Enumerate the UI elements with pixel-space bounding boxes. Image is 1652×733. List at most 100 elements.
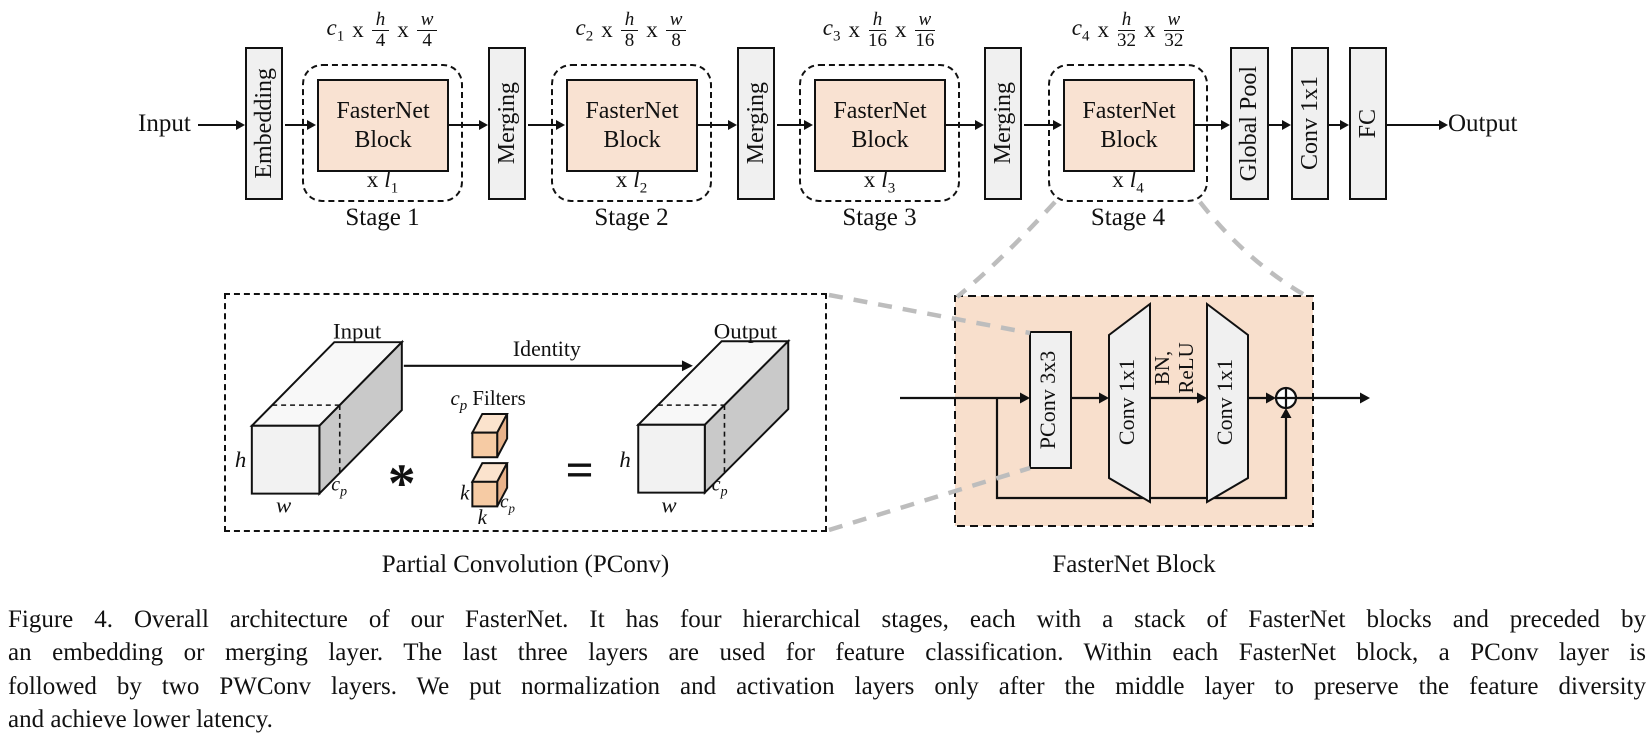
merging-layer-box-3: Merging (984, 47, 1022, 200)
block-label-line1: FasterNet (336, 98, 430, 125)
filter-cube-bottom (470, 462, 509, 508)
flow-arrow (198, 119, 245, 130)
flow-arrow (528, 119, 565, 130)
flow-arrow (1387, 119, 1448, 130)
dim-times: x (397, 17, 409, 42)
block-label-line2: Block (851, 126, 909, 153)
dim-times: x (1144, 17, 1156, 42)
caption-line-3: followed by two PWConv layers. We put no… (8, 672, 1646, 700)
cp-filters: cp Filters k k cp (451, 388, 526, 529)
relu-label: ReLU (1174, 342, 1198, 393)
identity-arrowhead (681, 360, 693, 372)
dim-times: x (352, 17, 364, 42)
caption-line-1: Figure 4. Overall architecture of our Fa… (8, 606, 1646, 633)
output-cuboid: Output h w cp (619, 318, 791, 517)
block-flow-arrowhead (1266, 392, 1276, 404)
caption-line-4: and achieve lower latency. (8, 706, 273, 733)
stage2-label: Stage 2 (594, 204, 669, 231)
identity-arrow: Identity (403, 337, 693, 372)
stage1-fasternet-block: FasterNet Block (317, 79, 449, 172)
dim-c-sub: 1 (336, 28, 345, 45)
merging-label: Merging (742, 82, 769, 165)
block-label-line2: Block (603, 126, 661, 153)
flow-arrow (697, 119, 737, 130)
output-cuboid-title: Output (714, 318, 778, 343)
block-label-line1: FasterNet (833, 98, 927, 125)
merging-layer-box-2: Merging (737, 47, 775, 200)
dim-times: x (848, 17, 861, 42)
filter-cube-front-face (471, 431, 499, 459)
conv1x1-expand-label: Conv 1x1 (1114, 359, 1139, 445)
fc-label: FC (1354, 108, 1381, 139)
filter-cp-label: cp (500, 491, 515, 515)
fc-box: FC (1349, 47, 1387, 200)
conv1x1-expand-trapezoid (1108, 301, 1151, 504)
dim-c-sub: 4 (1082, 28, 1090, 45)
dim-c: c (1071, 14, 1083, 40)
embedding-label: Embedding (250, 68, 277, 179)
pconv-panel: Input h w cp Identity * cp Filters (224, 293, 827, 532)
stage3-fasternet-block: FasterNet Block (814, 79, 946, 172)
bn-label: BN, (1150, 351, 1174, 385)
flow-arrow (448, 119, 488, 130)
output-w-label: w (661, 492, 676, 517)
filter-k-bottom-label: k (478, 507, 488, 529)
dim-times: x (601, 17, 613, 42)
input-cuboid: Input h w cp (235, 318, 405, 517)
input-label: Input (138, 110, 191, 137)
input-cp-label: cp (331, 474, 347, 499)
residual-skip-arrowhead (1280, 408, 1292, 418)
input-cuboid-title: Input (333, 318, 382, 343)
pconv-diagram: Input h w cp Identity * cp Filters (235, 318, 791, 529)
stage4-label: Stage 4 (1090, 204, 1166, 231)
cp-filters-label: cp Filters (451, 388, 526, 414)
stage3-label: Stage 3 (842, 204, 917, 231)
identity-label: Identity (513, 337, 581, 361)
output-h-label: h (619, 447, 630, 472)
conv1x1-head-label: Conv 1x1 (1296, 76, 1323, 171)
figure-caption: Figure 4. Overall architecture of our Fa… (8, 603, 1646, 733)
block-label-line2: Block (1100, 126, 1158, 153)
block-panel-caption: FasterNet Block (1052, 551, 1216, 578)
dim-times: x (895, 17, 907, 42)
global-pool-box: Global Pool (1230, 47, 1269, 200)
pconv3x3-box (1029, 331, 1072, 469)
convolution-asterisk: * (388, 453, 416, 514)
flow-arrow (1194, 119, 1230, 130)
dim-c: c (575, 14, 586, 40)
flow-arrow (285, 119, 316, 130)
filter-cube-top (470, 412, 509, 459)
block-input-arrowhead (1020, 392, 1030, 404)
output-label: Output (1448, 110, 1518, 137)
merging-layer-box-1: Merging (488, 47, 526, 200)
input-h-label: h (235, 447, 246, 472)
dim-times: x (1097, 17, 1110, 42)
dim-times: x (646, 17, 658, 42)
merging-label: Merging (493, 82, 520, 165)
conv1x1-head-box: Conv 1x1 (1291, 47, 1329, 200)
stage2-fasternet-block: FasterNet Block (566, 79, 698, 172)
dim-c: c (822, 14, 834, 40)
block-label-line1: FasterNet (585, 98, 679, 125)
filter-k-left-label: k (460, 483, 470, 505)
fasternet-block-detail: PConv 3x3 Conv 1x1 BN, ReLU Conv 1x1 (900, 295, 1370, 527)
flow-arrow (1024, 119, 1062, 130)
dim-c-sub: 2 (585, 28, 594, 45)
dim-c-sub: 3 (833, 28, 841, 45)
elementwise-add-icon (1274, 386, 1298, 410)
pconv3x3-label: PConv 3x3 (1035, 351, 1060, 449)
flow-arrow (944, 119, 984, 130)
